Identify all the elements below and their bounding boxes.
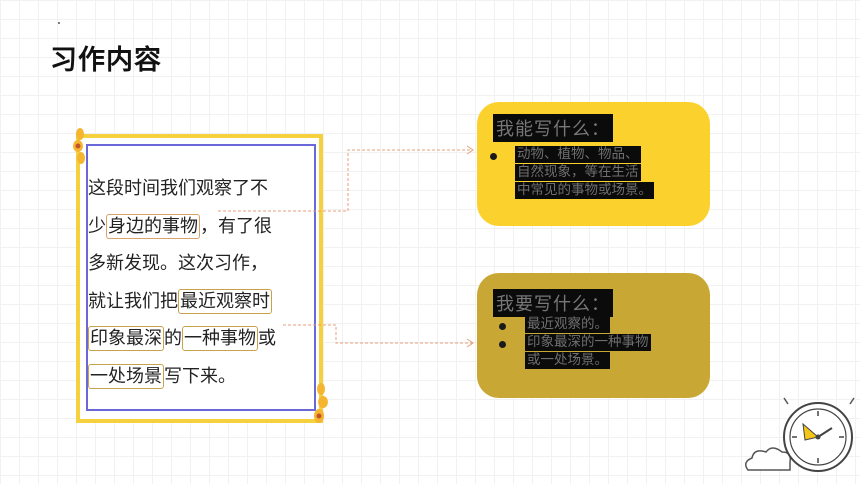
passage-line: 印象最深的一种事物或	[88, 326, 276, 351]
highlight-phrase: 一处场景	[88, 363, 164, 389]
passage-line: 就让我们把最近观察时	[88, 288, 272, 314]
highlight-phrase: 身边的事物	[106, 213, 200, 239]
card-heading: 我能写什么：	[493, 114, 613, 142]
highlight-phrase: 印象最深	[88, 326, 164, 351]
cloud-icon	[745, 447, 792, 471]
bullet-icon	[499, 341, 506, 348]
passage-frame-outer	[76, 134, 323, 423]
card-what-to-write: 我要写什么： 最近观察的。 印象最深的一种事物 或一处场景。	[477, 273, 710, 398]
bullet-icon	[499, 323, 506, 330]
passage-line: 一处场景写下来。	[88, 363, 236, 389]
card-bullet-text: 动物、植物、物品、 自然现象，等在生活 中常见的事物或场景。	[515, 146, 654, 199]
highlight-phrase: 最近观察时	[178, 288, 272, 314]
connector-line-2	[283, 324, 472, 344]
passage-line: 少身边的事物，有了很	[88, 213, 272, 239]
card-heading: 我要写什么：	[493, 289, 613, 317]
card-what-can-write: 我能写什么： 动物、植物、物品、 自然现象，等在生活 中常见的事物或场景。	[477, 102, 710, 226]
passage-line: 这段时间我们观察了不	[88, 178, 268, 199]
card-bullet-text: 最近观察的。	[525, 316, 610, 333]
card-bullet-text: 印象最深的一种事物 或一处场景。	[525, 334, 651, 369]
highlight-phrase: 一种事物	[182, 326, 258, 351]
flower-icon	[314, 383, 328, 423]
passage-text: 这段时间我们观察了不 少身边的事物，有了很 多新发现。这次习作， 就让我们把最近…	[88, 170, 314, 395]
flower-icon	[73, 128, 85, 164]
arrow-head-2	[466, 338, 474, 348]
connector-line-1	[218, 149, 472, 212]
passage-frame-inner	[86, 144, 316, 411]
arrow-head-1	[466, 145, 474, 155]
bullet-icon	[490, 153, 497, 160]
passage-line: 多新发现。这次习作，	[88, 253, 268, 274]
decorative-dot	[58, 22, 60, 24]
clock-icon	[783, 397, 855, 472]
page-title: 习作内容	[50, 45, 162, 76]
